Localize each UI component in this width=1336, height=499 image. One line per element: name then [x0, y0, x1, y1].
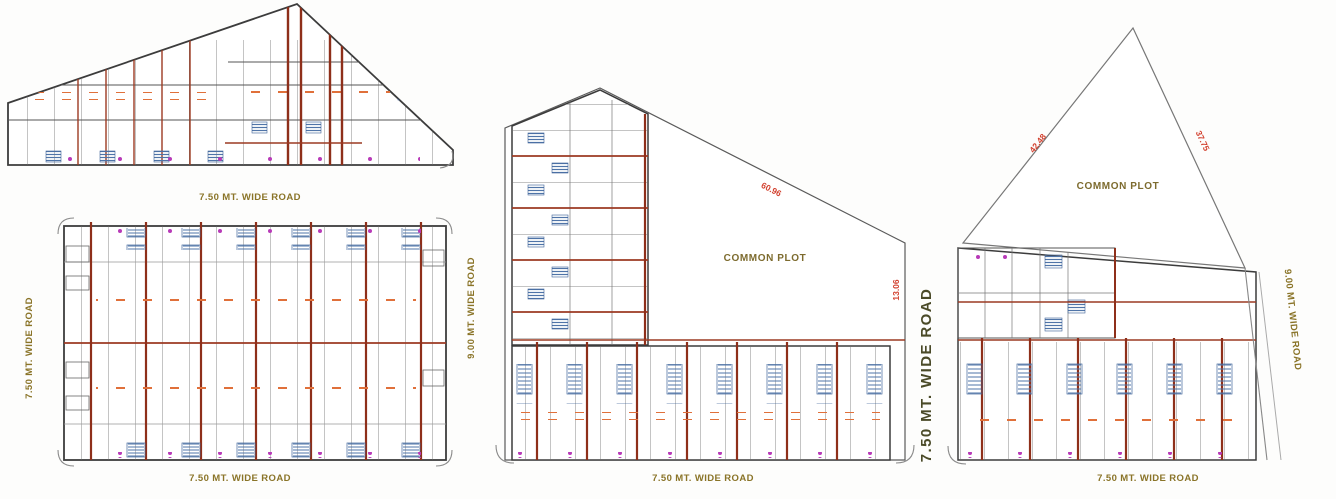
- structural-red-lines: [512, 155, 648, 313]
- road-label-bottom-middle: 7.50 MT. WIDE ROAD: [652, 473, 754, 484]
- common-plot-label-middle: COMMON PLOT: [724, 253, 807, 264]
- side-rooms: [65, 245, 445, 411]
- structural-red-lines: [89, 222, 423, 460]
- common-plot-label-right: COMMON PLOT: [1077, 181, 1160, 192]
- road-label-top-left: 7.50 MT. WIDE ROAD: [199, 192, 301, 203]
- road-label-right-vertical: 9.00 MT. WIDE ROAD: [1282, 269, 1304, 371]
- room-dividers: [958, 248, 1115, 338]
- road-label-center-vertical: 7.50 MT. WIDE ROAD: [918, 288, 935, 462]
- dimension-right-triangle-right: 37.75: [1194, 129, 1212, 153]
- road-label-bottom-right: 7.50 MT. WIDE ROAD: [1097, 473, 1199, 484]
- road-label-left-vertical: 7.50 MT. WIDE ROAD: [24, 297, 35, 399]
- right-road-boundary-lines: [1244, 267, 1282, 461]
- staircase-row: [958, 362, 1252, 402]
- common-plot-right-triangle: [961, 26, 1246, 269]
- dimension-middle-right-edge: 13.06: [891, 279, 901, 301]
- building-block-right: [947, 247, 1257, 465]
- road-label-bottom-left: 7.50 MT. WIDE ROAD: [189, 473, 291, 484]
- building-block-bottom-left: [57, 217, 453, 467]
- road-label-mid-vertical: 9.00 MT. WIDE ROAD: [466, 257, 477, 359]
- staircase-row: [512, 364, 890, 404]
- building-block-middle: [495, 87, 915, 464]
- staircase-icons: [527, 132, 569, 330]
- building-block-top-left: [7, 2, 454, 169]
